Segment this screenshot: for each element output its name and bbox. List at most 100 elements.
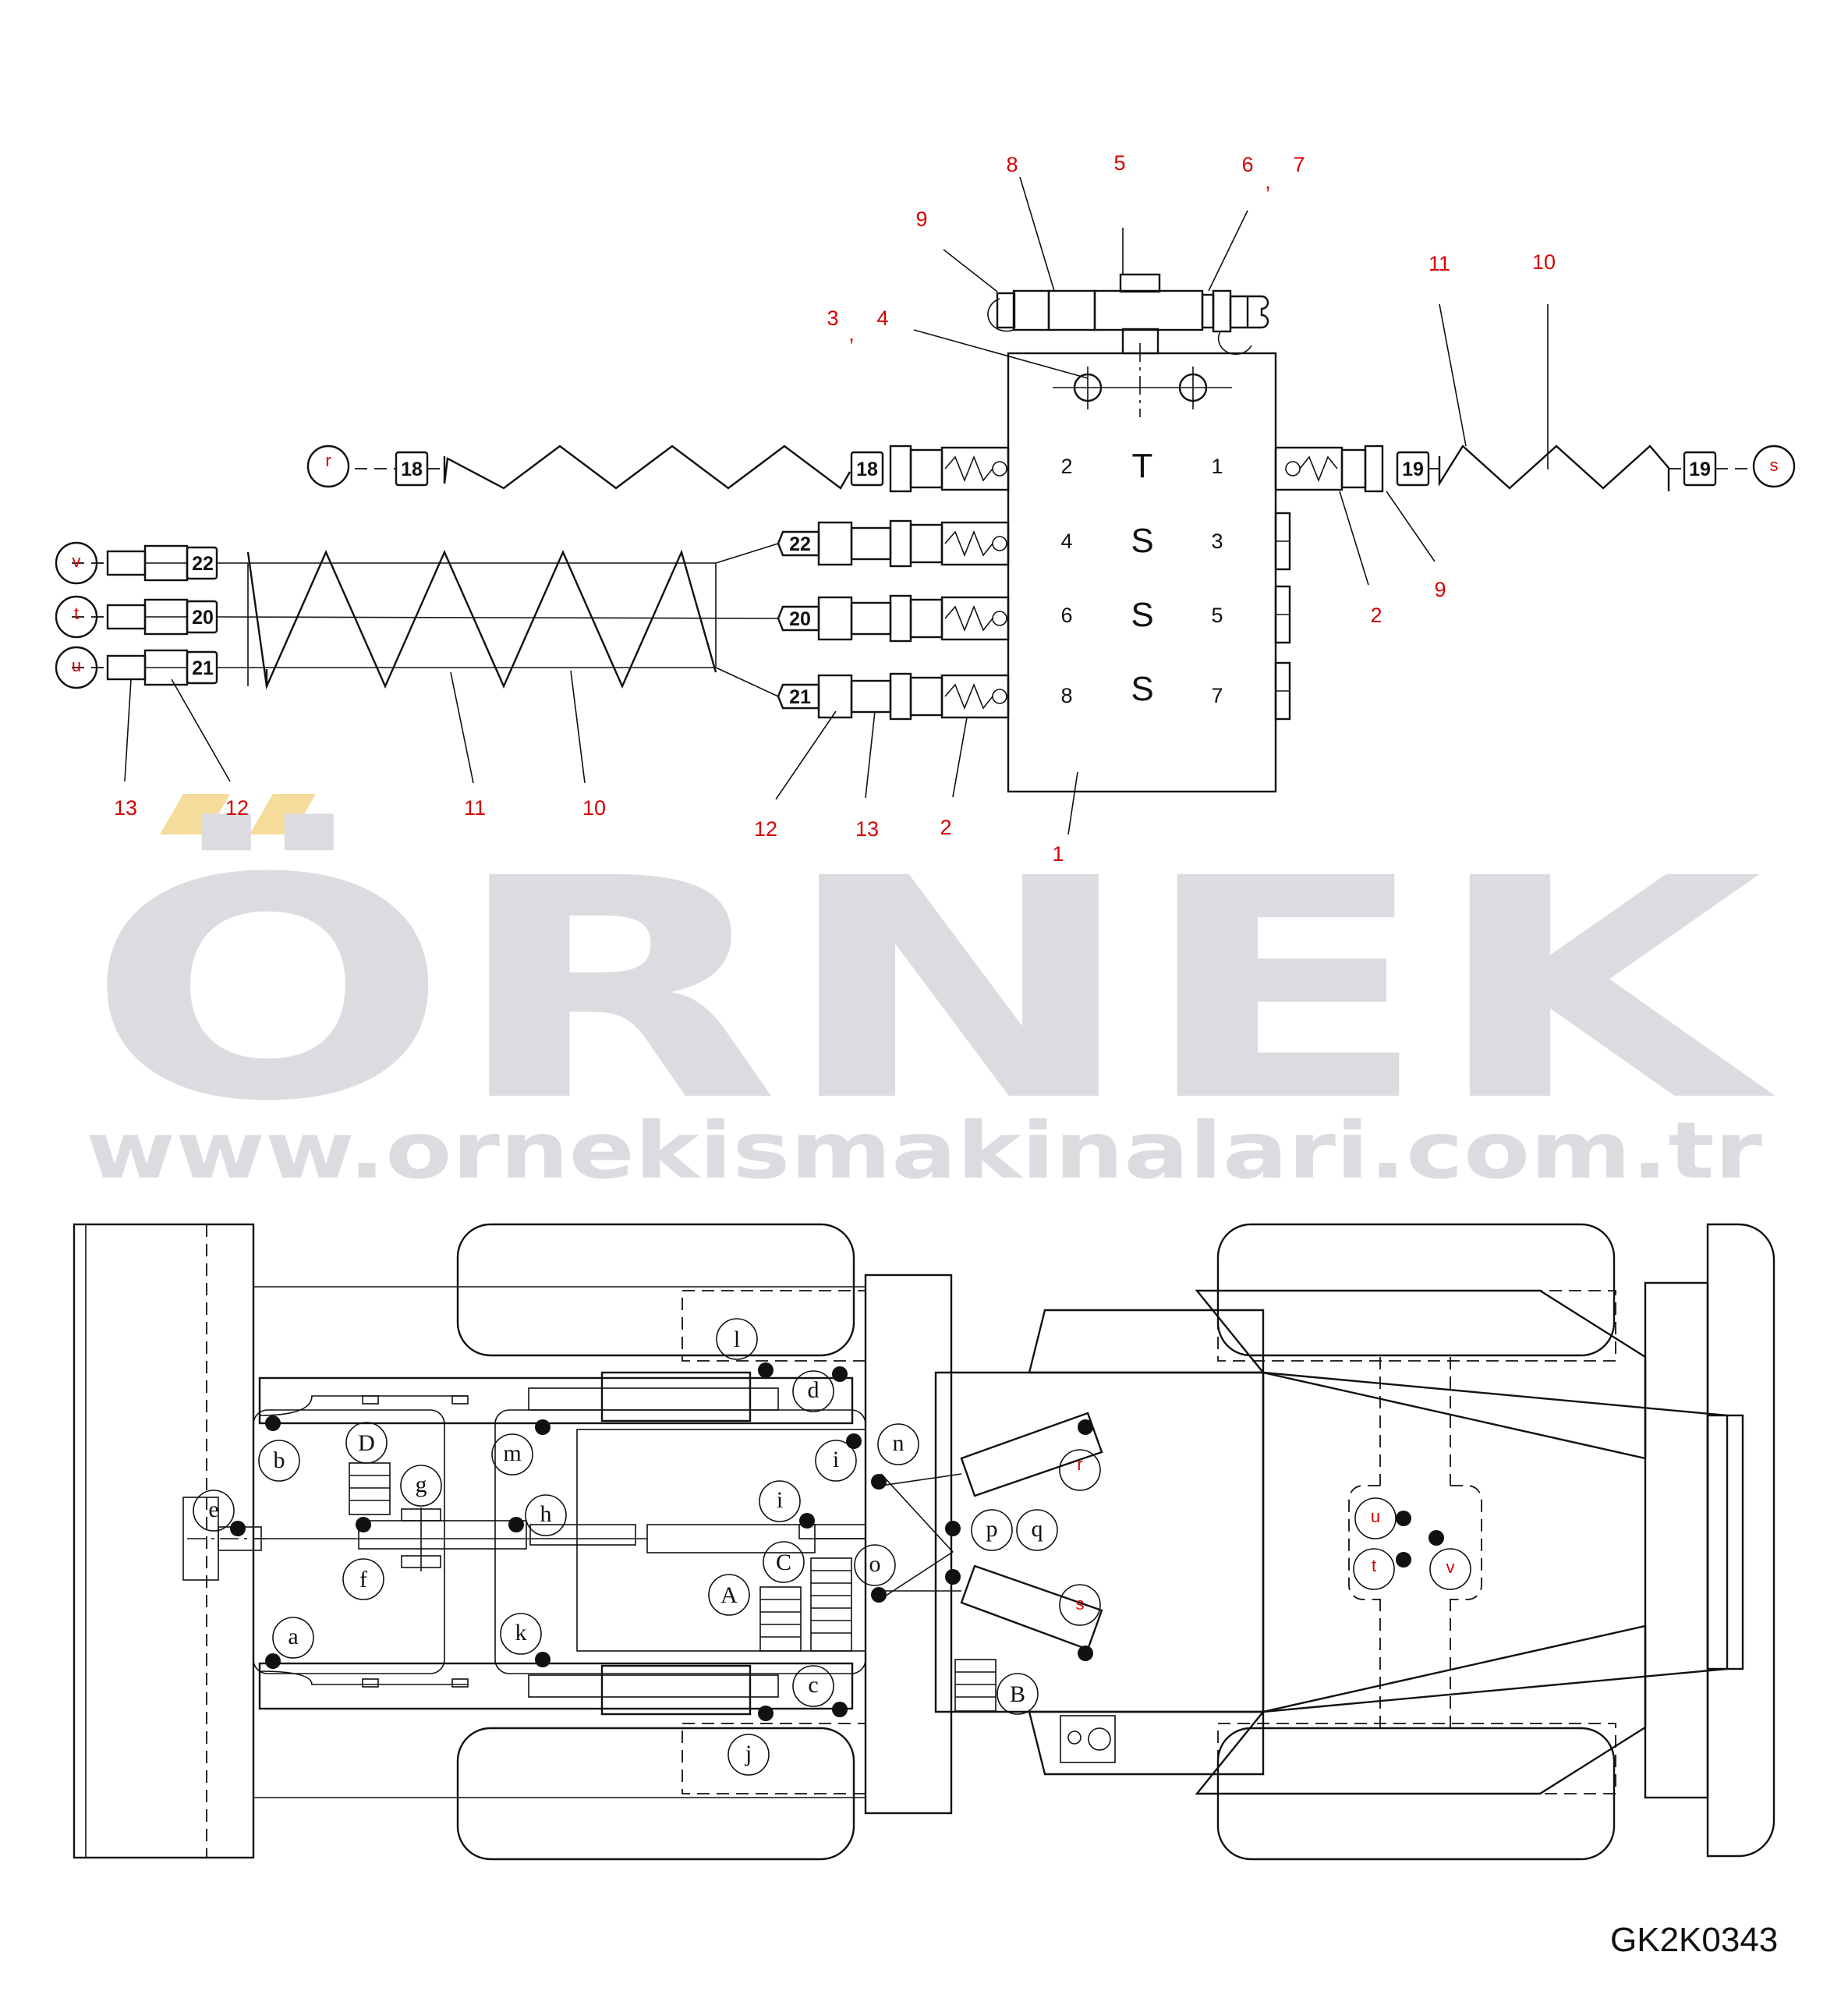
side-plugs [1274, 512, 1291, 721]
machine-label: B [1010, 1681, 1025, 1707]
fitting-dots [230, 1362, 1444, 1721]
machine-label: D [358, 1430, 375, 1456]
callout-label: 11 [1428, 252, 1450, 275]
callout-label: 1 [1052, 842, 1064, 866]
machine-label: A [720, 1582, 738, 1608]
machine-label: p [986, 1516, 998, 1542]
machine-label: l [734, 1327, 740, 1352]
callout-label: 6 [1241, 153, 1253, 176]
callout-label: 13 [855, 817, 879, 841]
watermark-accent-right [250, 794, 316, 834]
hose-tags: 18 18 19 19 22 20 21 22 20 21 [186, 451, 1717, 710]
port-label: T [1132, 447, 1153, 485]
port-label: 7 [1211, 684, 1223, 707]
callout-label: 10 [582, 796, 606, 820]
callout-label: 12 [225, 796, 249, 820]
callout-label: 4 [876, 306, 888, 330]
callout-label: 11 [464, 796, 486, 820]
machine-label: b [274, 1447, 285, 1473]
port-label: 3 [1211, 530, 1223, 553]
machine-label: c [808, 1672, 818, 1698]
machine-red-label-u: u [1371, 1507, 1380, 1526]
machine-label: q [1032, 1516, 1043, 1542]
hose-zigzag-top-left [443, 445, 851, 490]
valve-block [1007, 352, 1277, 793]
end-marker-v: v [73, 551, 81, 571]
valve-block-group: 2 T 1 4 S 3 6 S 5 8 S 7 [55, 151, 1796, 866]
watermark-url: www.ornekismakinalari.com.tr [86, 1105, 1763, 1196]
callout-label: 2 [1370, 604, 1382, 627]
dozer-blade [73, 1223, 255, 1859]
hose-bundle-left [216, 543, 779, 697]
machine-red-label-v: v [1446, 1557, 1455, 1577]
callout-label: 5 [1113, 151, 1125, 175]
callout-label: 10 [1532, 250, 1556, 274]
port-label: S [1131, 670, 1153, 708]
machine-label: n [893, 1430, 905, 1456]
hose-tag-18: 18 [401, 459, 423, 480]
machine-label: j [745, 1741, 752, 1766]
port-label: 8 [1060, 684, 1072, 707]
machine-labels: b a e f g D h m k l d c j i i n C o A p … [193, 1318, 1058, 1776]
hose-tag-20: 20 [192, 607, 214, 629]
port-label: S [1131, 596, 1153, 634]
leader-lines [124, 176, 1549, 835]
hose-tag-19: 19 [1689, 459, 1711, 480]
hose-tag-22: 22 [789, 533, 811, 555]
machine-label: e [208, 1497, 218, 1522]
machine-label: f [359, 1567, 367, 1592]
port-label: 2 [1060, 455, 1072, 478]
check-valve-fittings [889, 445, 1384, 721]
callout-label: 3 [827, 306, 838, 330]
top-fittings [987, 273, 1269, 355]
callout-label: 12 [754, 817, 777, 841]
machine-label: k [515, 1620, 527, 1646]
rear-body [864, 1223, 1775, 1858]
machine-label: a [288, 1624, 298, 1649]
port-label: 6 [1060, 604, 1072, 627]
end-markers-top: r s v t u [55, 445, 1796, 689]
callout-label: 8 [1006, 153, 1018, 176]
machine-label: h [540, 1501, 552, 1527]
hose-tag-20: 20 [789, 608, 811, 630]
machine-red-label-t: t [1372, 1556, 1376, 1575]
machine-label: d [808, 1377, 820, 1403]
port-label: 4 [1060, 530, 1072, 553]
hose-lines [72, 468, 1754, 668]
callout-separator: , [1265, 170, 1271, 193]
machine-label: g [416, 1472, 427, 1497]
hose-couplings [817, 521, 892, 719]
end-marker-s: s [1770, 455, 1779, 475]
hose-zigzag-top-right [1438, 445, 1670, 491]
hose-tag-21: 21 [192, 657, 214, 679]
port-label: S [1131, 522, 1153, 560]
hose-tag-22: 22 [192, 553, 214, 575]
callout-separator: , [848, 322, 855, 345]
drawing-code: GK2K0343 [1610, 1921, 1778, 1959]
callout-label: 7 [1293, 153, 1305, 176]
end-marker-u: u [72, 656, 81, 675]
port-label: 5 [1211, 604, 1223, 627]
machine-label: o [869, 1551, 881, 1577]
watermark-brand: ÖRNEK [86, 810, 1779, 1167]
watermark-accent-left [160, 794, 230, 834]
end-marker-r: r [325, 451, 331, 470]
end-fittings-left [106, 544, 189, 686]
machine-label: C [776, 1550, 791, 1575]
hose-tag-19: 19 [1402, 459, 1424, 480]
callout-label: 13 [114, 796, 137, 820]
machine-label: m [503, 1440, 521, 1466]
end-marker-t: t [74, 604, 79, 623]
machine-label: i [777, 1487, 783, 1513]
machine-label: i [833, 1447, 839, 1472]
hose-tag-18: 18 [856, 459, 878, 480]
machine-plan-view: b a e f g D h m k l d c j i i n C o A p … [73, 1223, 1775, 1861]
machine-red-labels: r s u t v [1059, 1449, 1471, 1626]
callouts: 8 5 6 , 7 9 3 , 4 11 10 2 9 13 12 11 10 … [114, 151, 1556, 866]
port-label: 1 [1211, 455, 1223, 478]
watermark: ÖRNEK www.ornekismakinalari.com.tr [86, 794, 1779, 1196]
callout-label: 9 [1434, 578, 1446, 601]
callout-label: 2 [940, 816, 951, 839]
machine-red-label-s: s [1076, 1594, 1085, 1614]
